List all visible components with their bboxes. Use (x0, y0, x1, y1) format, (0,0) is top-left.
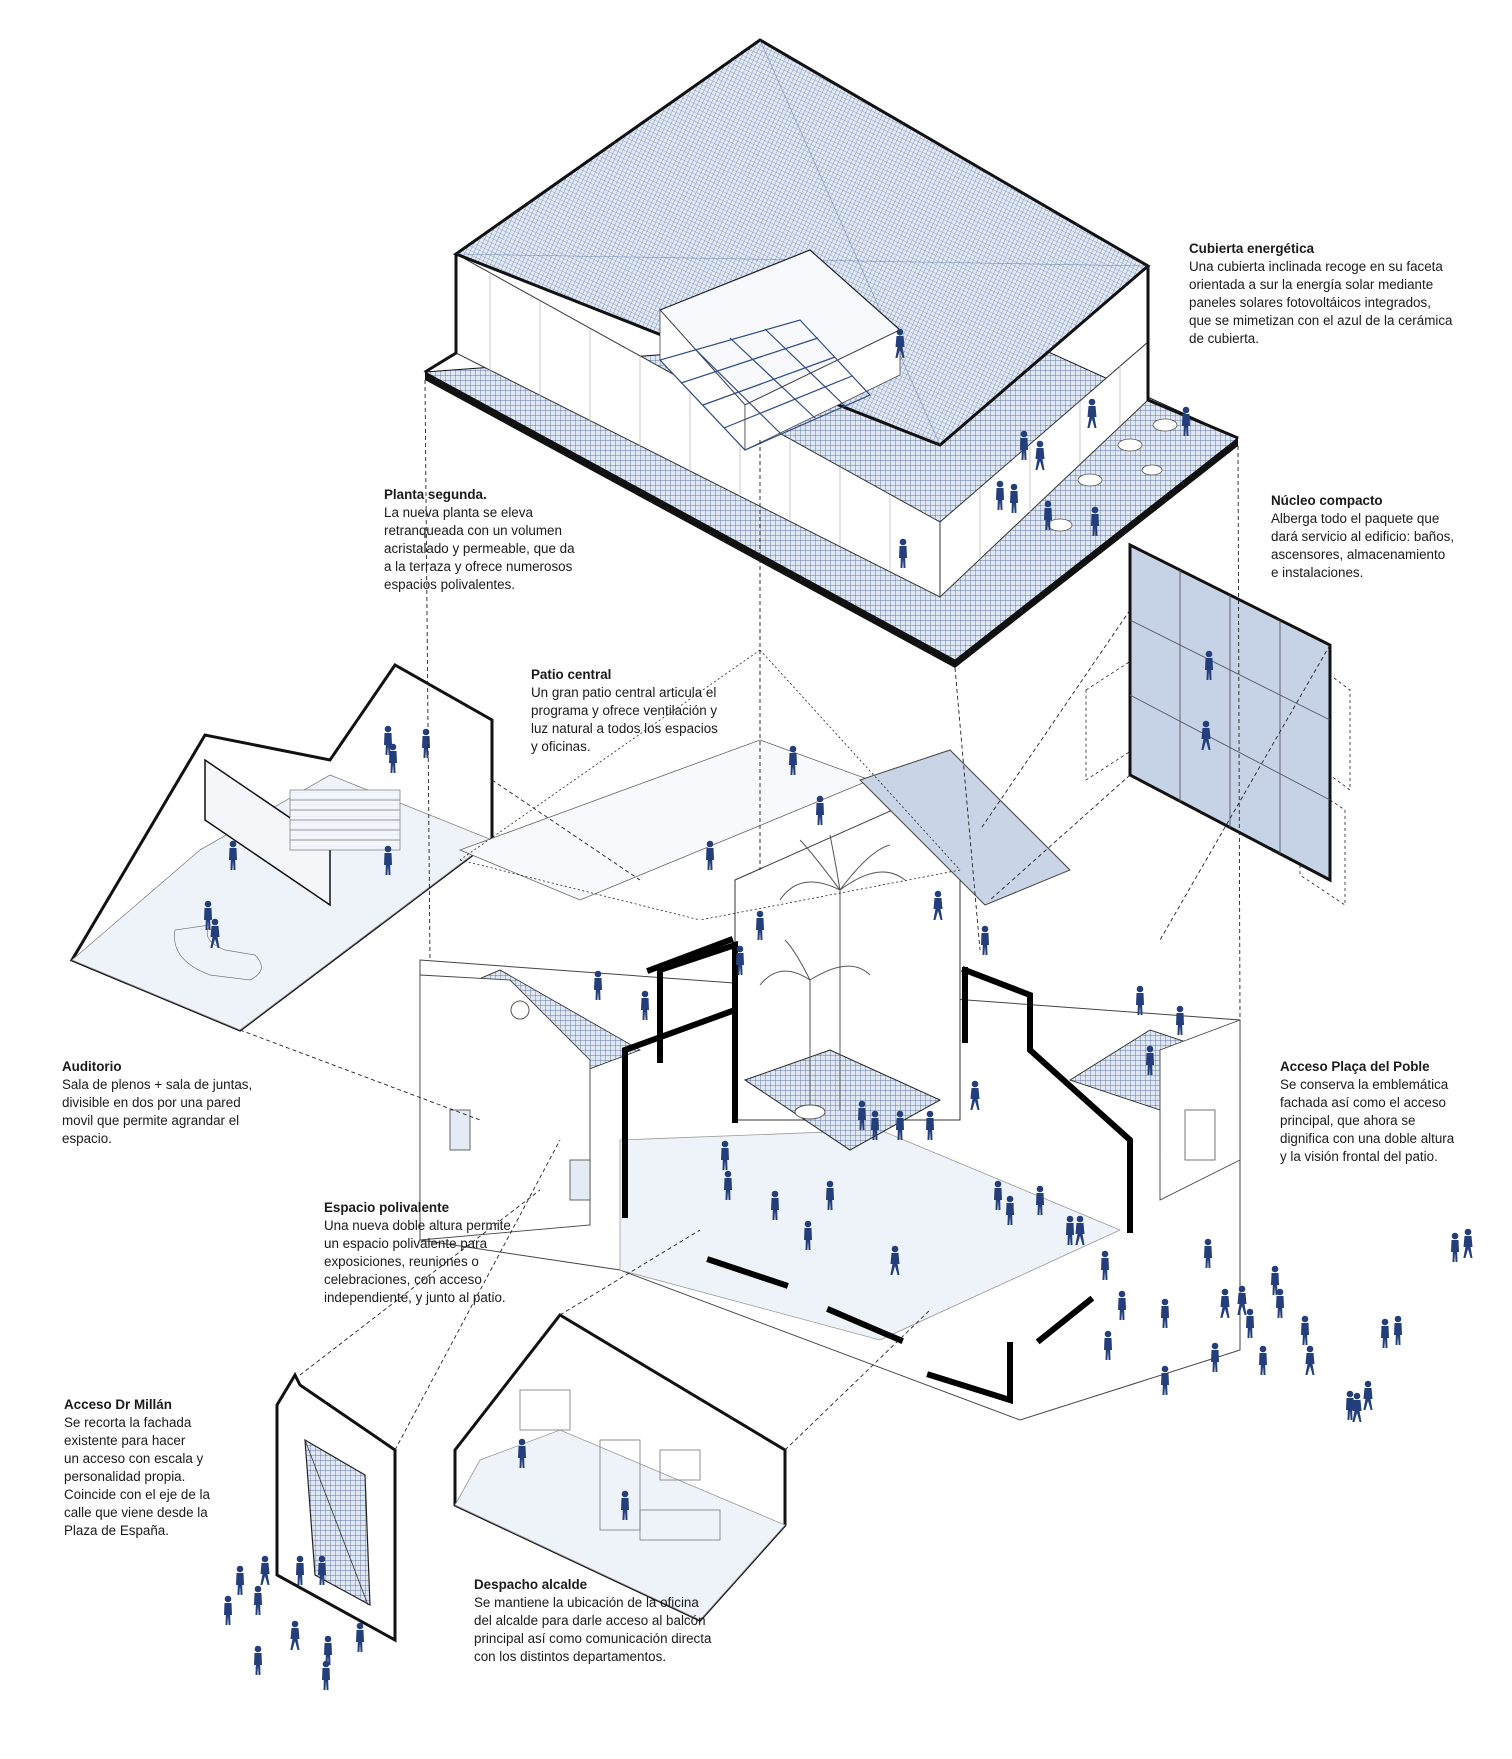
annotation-line: Plaza de España. (64, 1523, 169, 1538)
annotation-title: Patio central (531, 667, 612, 682)
annotation-line: dignifica con una doble altura (1280, 1131, 1455, 1146)
mayor-office-volume (453, 1313, 787, 1622)
millan-entrance (275, 1371, 397, 1643)
annotation-title: Acceso Dr Millán (64, 1397, 172, 1412)
annotation-line: existente para hacer (64, 1433, 186, 1448)
annotation-title: Despacho alcalde (474, 1577, 588, 1592)
annotation-nucleo: Núcleo compacto Alberga todo el paquete … (1271, 492, 1454, 582)
annotation-line: La nueva planta se eleva (384, 505, 533, 520)
annotation-line: del alcalde para darle acceso al balcón (474, 1613, 706, 1628)
annotation-line: ascensores, almacenamiento (1271, 547, 1446, 562)
annotation-line: principal, que ahora se (1280, 1113, 1416, 1128)
annotation-cubierta: Cubierta energética Una cubierta inclina… (1189, 240, 1452, 348)
annotation-line: de cubierta. (1189, 331, 1259, 346)
annotation-line: orientada a sur la energía solar mediant… (1189, 277, 1434, 292)
annotation-title: Espacio polivalente (324, 1200, 450, 1215)
annotation-line: e instalaciones. (1271, 565, 1364, 580)
annotation-line: retranqueada con un volumen (384, 523, 562, 538)
annotation-line: espacio. (62, 1131, 112, 1146)
annotation-espacio: Espacio polivalente Una nueva doble altu… (324, 1199, 511, 1307)
annotation-title: Acceso Plaça del Poble (1280, 1059, 1430, 1074)
annotation-line: fachada así como el acceso (1280, 1095, 1446, 1110)
annotation-patio: Patio central Un gran patio central arti… (531, 666, 718, 756)
core-volume (1085, 542, 1351, 906)
annotation-line: espacios polivalentes. (384, 577, 516, 592)
annotation-line: independiente, y junto al patio. (324, 1290, 506, 1305)
annotation-line: Se mantiene la ubicación de la oficina (474, 1595, 699, 1610)
annotation-line: y oficinas. (531, 739, 591, 754)
annotation-line: programa y ofrece ventilación y (531, 703, 718, 718)
annotation-title: Núcleo compacto (1271, 493, 1383, 508)
annotation-auditorio: Auditorio Sala de plenos + sala de junta… (62, 1058, 252, 1148)
annotation-acceso-millan: Acceso Dr Millán Se recorta la fachada e… (64, 1396, 210, 1540)
annotation-acceso-plaza: Acceso Plaça del Poble Se conserva la em… (1280, 1058, 1454, 1166)
annotation-line: que se mimetizan con el azul de la cerám… (1189, 313, 1453, 328)
annotation-line: personalidad propia. (64, 1469, 186, 1484)
roof-volume (423, 38, 1239, 668)
annotation-line: acristalado y permeable, que da (384, 541, 575, 556)
annotation-line: celebraciones, con acceso (324, 1272, 482, 1287)
central-building (419, 739, 1241, 1421)
annotation-line: Se recorta la fachada (64, 1415, 192, 1430)
annotation-line: movil que permite agrandar el (62, 1113, 240, 1128)
annotation-despacho: Despacho alcalde Se mantiene la ubicació… (474, 1576, 711, 1666)
annotation-line: Sala de plenos + sala de juntas, (62, 1077, 253, 1092)
annotation-line: Una cubierta inclinada recoge en su face… (1189, 259, 1443, 274)
annotation-line: dará servicio al edificio: baños, (1271, 529, 1455, 544)
annotation-planta: Planta segunda. La nueva planta se eleva… (384, 486, 575, 594)
annotation-title: Auditorio (62, 1059, 122, 1074)
auditorium-volume (69, 663, 494, 1032)
annotation-line: con los distintos departamentos. (474, 1649, 667, 1664)
annotation-line: luz natural a todos los espacios (531, 721, 718, 736)
annotation-line: y la visión frontal del patio. (1280, 1149, 1438, 1164)
annotation-line: Coincide con el eje de la (64, 1487, 210, 1502)
patio-leader-lines (459, 649, 961, 921)
annotation-line: a la terraza y ofrece numerosos (384, 559, 573, 574)
annotation-line: divisible en dos por una pared (62, 1095, 241, 1110)
annotation-title: Cubierta energética (1189, 241, 1315, 256)
annotation-line: Se conserva la emblemática (1280, 1077, 1449, 1092)
annotation-line: Una nueva doble altura permite (324, 1218, 511, 1233)
annotation-line: Un gran patio central articula el (531, 685, 717, 700)
annotation-line: paneles solares fotovoltáicos integrados… (1189, 295, 1431, 310)
annotation-line: un acceso con escala y (64, 1451, 204, 1466)
annotation-line: principal así como comunicación directa (474, 1631, 712, 1646)
annotation-line: un espacio polivalente para (324, 1236, 488, 1251)
annotation-title: Planta segunda. (384, 487, 487, 502)
annotation-line: calle que viene desde la (64, 1505, 208, 1520)
annotation-line: Alberga todo el paquete que (1271, 511, 1440, 526)
annotation-line: exposiciones, reuniones o (324, 1254, 479, 1269)
leader-lines (239, 379, 1331, 1451)
